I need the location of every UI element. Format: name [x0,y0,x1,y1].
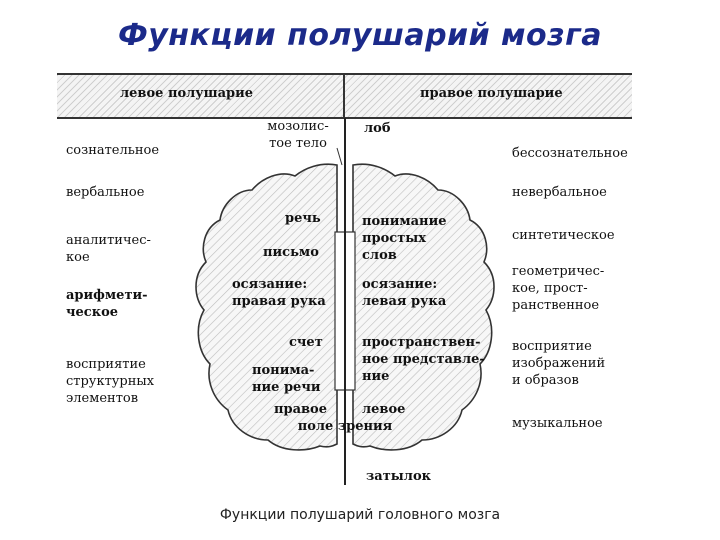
right-label-geometric-spatial: геометричес-кое, прост-ранственное [512,264,605,313]
corpus-callosum-pointer [336,147,343,166]
inner-left-writing: письмо [263,245,319,260]
slide-title: Функции полушарий мозга [117,18,603,53]
right-label-synthetic: синтетическое [512,228,615,243]
right-hemisphere-shape [352,163,495,451]
inner-right-spatial: пространствен-ное представле-ние [362,335,485,384]
right-hemisphere-header: правое полушарие [420,86,563,101]
right-label-nonverbal: невербальное [512,185,607,200]
inner-left-speech-understanding: понима-ние речи [252,363,321,395]
frontal-label: лоб [364,121,391,136]
left-label-arithmetic: арифмети-ческое [66,288,148,320]
right-label-musical: музыкальное [512,416,603,431]
visual-field-label: поле зрения [297,419,393,434]
header-divider [343,73,345,119]
left-label-verbal: вербальное [66,185,145,200]
inner-left-right-field: правое [274,402,328,417]
left-hemisphere-header: левое полушарие [120,86,254,101]
corpus-callosum-label: мозолис- тое тело [267,119,329,151]
inner-left-touch: осязание:правая рука [232,277,326,309]
left-label-analytical: аналитичес-кое [66,233,151,265]
inner-left-speech: речь [285,211,321,226]
occipital-label: затылок [366,469,432,484]
left-hemisphere-shape [195,163,338,451]
figure-caption: Функции полушарий головного мозга [219,507,501,523]
inner-right-left-field: левое [362,402,406,417]
left-label-conscious: сознательное [66,143,160,158]
right-label-unconscious: бессознательное [512,146,628,161]
inner-right-touch: осязание:левая рука [362,277,447,309]
inner-left-counting: счет [289,335,323,350]
